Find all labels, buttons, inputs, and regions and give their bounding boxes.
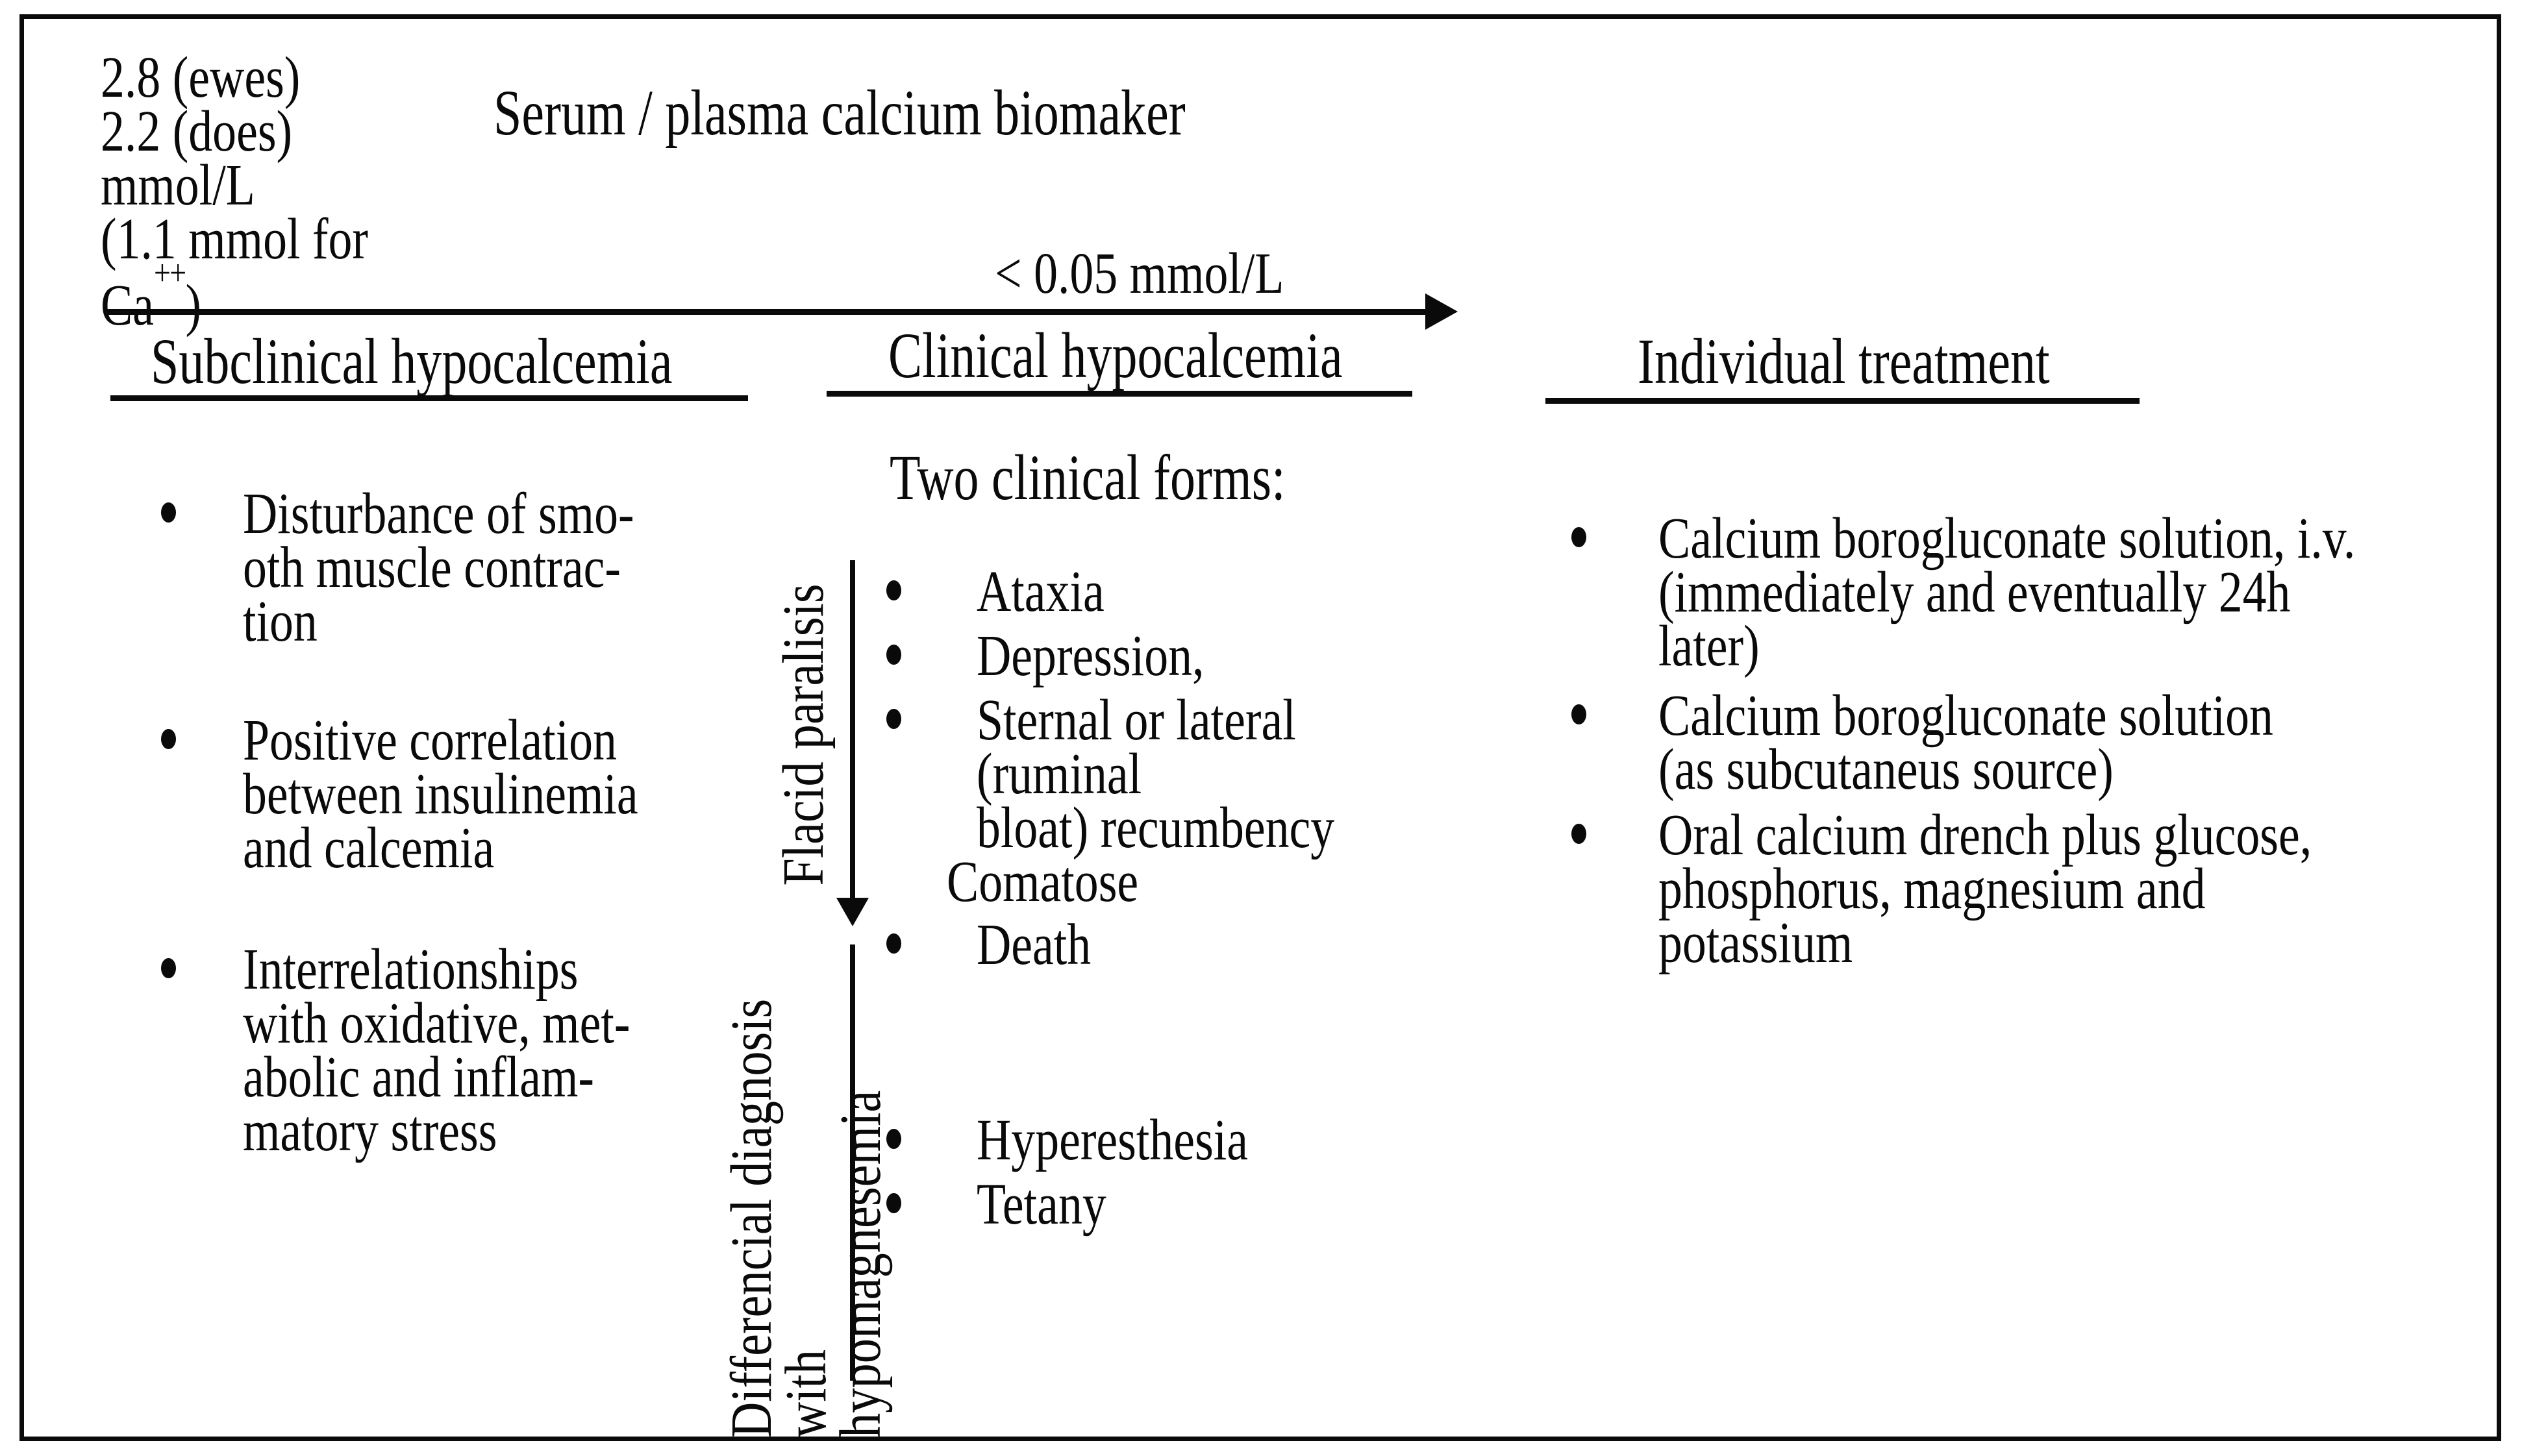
list-item-text: Depression, [977, 624, 1205, 688]
threshold-arrow-head-icon [1425, 293, 1458, 330]
subclinical-bullet-list: Disturbance of smo- oth muscle contrac- … [161, 482, 823, 1163]
list-item: Death [886, 913, 1562, 977]
differential-diagnosis-label-text: Differencial diagnosis with hypomagnesem… [719, 998, 893, 1438]
list-item-text: Calcium borogluconate solution, i.v. (im… [1658, 506, 2356, 678]
reference-values-text: 2.8 (ewes) 2.2 (does) mmol/L (1.1 mmol f… [101, 45, 368, 271]
threshold-arrow-shaft [106, 309, 1427, 315]
bullet-icon [886, 645, 901, 665]
figure-border [19, 14, 2501, 1441]
treatment-column-header: Individual treatment [1638, 325, 2050, 397]
bullet-icon [1571, 704, 1586, 724]
list-item: Comatose [856, 850, 1562, 914]
list-item-text: Oral calcium drench plus glucose, phosph… [1658, 803, 2312, 975]
clinical-forms-subtitle: Two clinical forms: [890, 441, 1286, 513]
bullet-icon [161, 958, 176, 978]
reference-values-note: 2.8 (ewes) 2.2 (does) mmol/L (1.1 mmol f… [101, 45, 503, 335]
bullet-icon [161, 502, 176, 523]
list-item: Calcium borogluconate solution, i.v. (im… [1571, 506, 2513, 678]
bullet-icon [1571, 527, 1586, 547]
bullet-icon [161, 729, 176, 749]
list-item: Ataxia [886, 560, 1562, 624]
differential-diagnosis-vertical-label: Differencial diagnosis with hypomagnesem… [719, 919, 893, 1438]
list-item-text: Disturbance of smo- oth muscle contrac- … [243, 482, 634, 654]
tetanic-symptoms-list: Hyperesthesia Tetany [886, 1108, 1562, 1237]
flaccid-paralysis-label-text: Flacid paralisis [771, 584, 836, 886]
list-item-text: Hyperesthesia [977, 1108, 1249, 1172]
differential-diagnosis-bracket-line [850, 944, 855, 1381]
bullet-icon [886, 580, 901, 600]
list-item: Calcium borogluconate solution (as subcu… [1571, 684, 2513, 802]
list-item: Interrelationships with oxidative, met- … [161, 937, 823, 1163]
subclinical-header-underline [110, 395, 748, 401]
list-item: Tetany [886, 1172, 1562, 1237]
list-item: Oral calcium drench plus glucose, phosph… [1571, 803, 2513, 975]
bullet-icon [886, 709, 901, 729]
clinical-header-underline [827, 391, 1412, 397]
list-item: Sternal or lateral (ruminal bloat) recum… [886, 688, 1562, 860]
list-item-text: Interrelationships with oxidative, met- … [243, 937, 630, 1163]
list-item-text: Ataxia [977, 560, 1105, 624]
bullet-icon [1571, 824, 1586, 844]
treatment-header-underline [1545, 398, 2140, 404]
diagram-title: Serum / plasma calcium biomaker [493, 77, 1186, 149]
threshold-arrow-label: < 0.05 mmol/L [995, 241, 1284, 306]
list-item-text: Comatose [947, 850, 1139, 914]
list-item: Depression, [886, 624, 1562, 688]
progression-arrow-head-icon [836, 898, 869, 926]
list-item: Disturbance of smo- oth muscle contrac- … [161, 482, 823, 654]
list-item-text: Sternal or lateral (ruminal bloat) recum… [977, 688, 1335, 860]
subclinical-column-header: Subclinical hypocalcemia [151, 325, 673, 397]
flaccid-symptoms-list: Ataxia Depression, Sternal or lateral (r… [886, 560, 1562, 977]
flaccid-paralysis-vertical-label: Flacid paralisis [771, 508, 836, 962]
ca-charge-superscript: ++ [153, 253, 186, 293]
calcium-ion-line: Ca++) [101, 253, 431, 335]
bullet-icon [886, 1193, 901, 1213]
bullet-icon [886, 1129, 901, 1149]
list-item-text: Positive correlation between insulinemia… [243, 708, 638, 880]
ca-symbol: Ca [101, 273, 154, 338]
list-item-text: Calcium borogluconate solution (as subcu… [1658, 684, 2273, 802]
bullet-icon [886, 933, 901, 954]
ca-paren-close: ) [185, 273, 202, 338]
progression-arrow-shaft [850, 560, 855, 899]
list-item-text: Death [977, 913, 1092, 977]
treatment-bullet-list: Calcium borogluconate solution, i.v. (im… [1571, 506, 2513, 975]
list-item-text: Tetany [977, 1172, 1106, 1237]
clinical-column-header: Clinical hypocalcemia [888, 319, 1343, 391]
list-item: Positive correlation between insulinemia… [161, 708, 823, 880]
list-item: Hyperesthesia [886, 1108, 1562, 1172]
